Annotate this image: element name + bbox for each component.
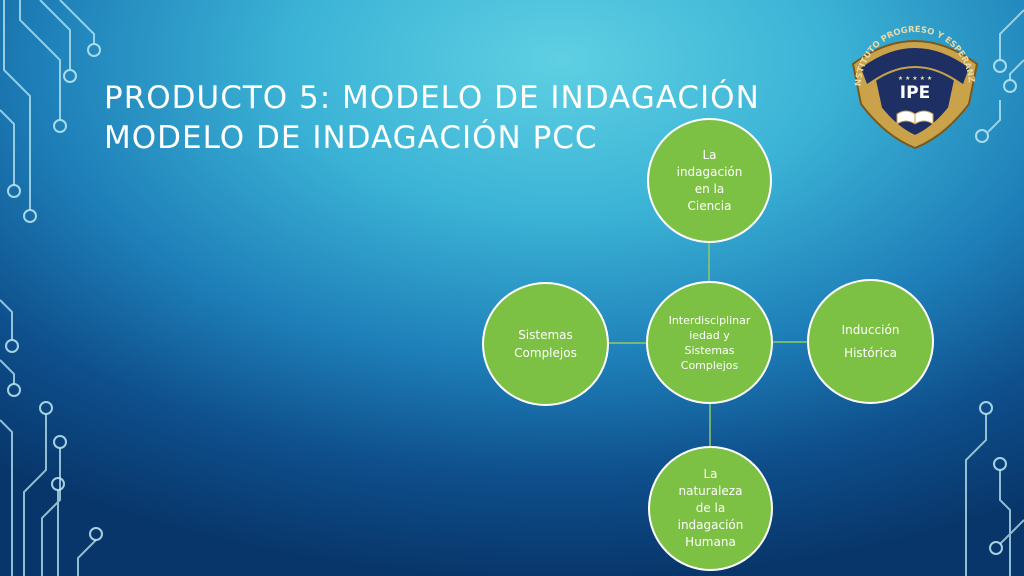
- node-top-line-3: en la: [694, 181, 725, 196]
- node-bottom-line-3: de la: [695, 501, 726, 515]
- logo-abbrev: IPE: [900, 83, 930, 103]
- node-bottom-line-2: naturaleza: [678, 484, 743, 498]
- slide-title-line-1: Producto 5: Modelo de indagación: [104, 80, 760, 116]
- node-center-line-2: iedad y: [689, 328, 730, 342]
- institution-logo: INSTITUTO PROGRESO Y ESPERANZA ★ ★ ★ ★ ★…: [845, 24, 979, 150]
- node-right: Inducción Histórica: [807, 279, 934, 404]
- node-bottom-line-5: Humana: [685, 535, 736, 549]
- node-center-line-1: Interdisciplinar: [668, 313, 751, 327]
- node-top-line-1: La: [702, 147, 717, 162]
- node-left-line-2: Complejos: [514, 346, 577, 360]
- node-right-line-2: Histórica: [844, 345, 897, 360]
- node-left-line-1: Sistemas: [518, 328, 573, 342]
- node-left: Sistemas Complejos: [482, 282, 609, 406]
- open-book-icon: [896, 110, 934, 125]
- node-right-line-1: Inducción: [841, 322, 900, 337]
- logo-stars: ★ ★ ★ ★ ★: [898, 75, 933, 82]
- node-top: La indagación en la Ciencia: [647, 118, 772, 243]
- node-bottom-line-1: La: [703, 467, 718, 481]
- slide-title-line-2: Modelo de indagación PCC: [104, 120, 598, 156]
- node-top-line-4: Ciencia: [687, 198, 732, 213]
- node-center: Interdisciplinar iedad y Sistemas Comple…: [646, 281, 773, 404]
- slide-title: Producto 5: Modelo de indagación Modelo …: [104, 78, 760, 158]
- node-bottom: La naturaleza de la indagación Humana: [648, 446, 773, 571]
- node-bottom-line-4: indagación: [677, 518, 744, 532]
- node-top-line-2: indagación: [676, 164, 743, 179]
- node-center-line-4: Complejos: [680, 358, 739, 372]
- node-center-line-3: Sistemas: [684, 343, 735, 357]
